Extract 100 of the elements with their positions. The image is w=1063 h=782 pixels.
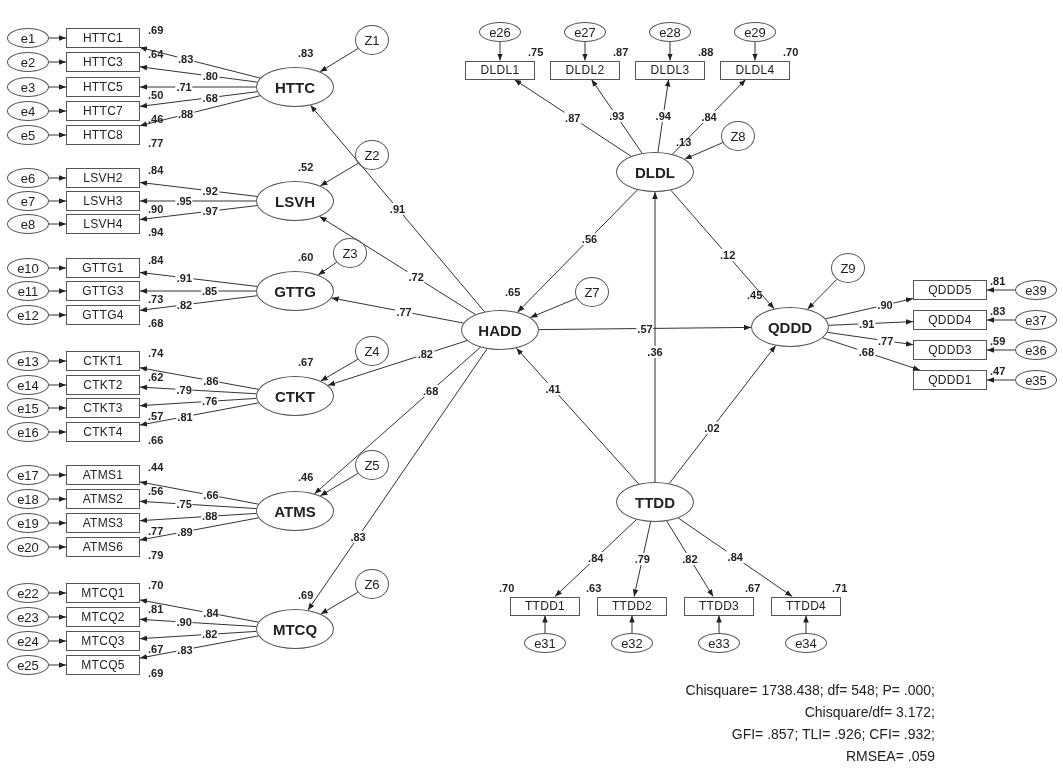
- factor-loading: .94: [654, 109, 672, 122]
- arrow: [666, 520, 714, 597]
- r-squared-value: .67: [744, 581, 762, 594]
- r-squared-value: .84: [147, 164, 165, 176]
- factor-loading: .90: [876, 299, 894, 311]
- arrow: [48, 405, 67, 411]
- r-squared-value: .64: [147, 48, 165, 60]
- r-squared-value: .79: [147, 549, 165, 561]
- path-coefficient: .02: [703, 422, 721, 435]
- r-squared-value: .73: [147, 293, 165, 305]
- path-coefficient: .72: [407, 271, 425, 284]
- r-squared-value: .57: [147, 410, 165, 422]
- observed-variable-box: CTKT1: [66, 351, 140, 371]
- fit-statistics: RMSEA= .059: [845, 748, 935, 765]
- observed-variable-box: ATMS1: [66, 465, 140, 485]
- arrow: [319, 216, 476, 315]
- observed-variable-box: CTKT3: [66, 398, 140, 418]
- arrow: [48, 638, 67, 644]
- arrow: [803, 615, 809, 634]
- arrow: [517, 189, 638, 313]
- factor-loading: .87: [564, 111, 582, 124]
- arrow: [139, 84, 257, 90]
- observed-variable-box: MTCQ5: [66, 655, 140, 675]
- arrow: [320, 358, 359, 382]
- observed-variable-box: QDDD5: [913, 280, 987, 300]
- r-squared-value: .13: [675, 136, 693, 148]
- observed-variable-box: GTTG3: [66, 281, 140, 301]
- arrow: [48, 84, 67, 90]
- factor-loading: .88: [201, 510, 219, 523]
- observed-variable-box: LSVH3: [66, 191, 140, 211]
- arrow: [670, 189, 775, 310]
- arrow: [752, 41, 758, 61]
- r-squared-value: .87: [612, 45, 630, 58]
- factor-loading: .79: [175, 383, 193, 396]
- arrow: [48, 59, 67, 65]
- r-squared-value: .68: [147, 317, 165, 329]
- arrow: [139, 198, 257, 204]
- r-squared-value: .52: [297, 161, 315, 173]
- factor-loading: .84: [202, 607, 220, 620]
- observed-variable-box: LSVH2: [66, 168, 140, 188]
- r-squared-value: .67: [297, 356, 315, 368]
- arrow: [48, 662, 67, 668]
- factor-loading: .85: [200, 285, 219, 297]
- arrow: [139, 288, 257, 294]
- r-squared-value: .81: [989, 275, 1007, 287]
- factor-loading: .77: [877, 334, 895, 347]
- arrow: [307, 348, 488, 611]
- arrow: [48, 221, 67, 227]
- observed-variable-box: GTTG1: [66, 258, 140, 278]
- arrow: [497, 41, 503, 61]
- path-coefficient: .91: [388, 202, 407, 215]
- factor-loading: .82: [201, 628, 219, 641]
- factor-loading: .95: [175, 195, 193, 207]
- arrow: [48, 520, 67, 526]
- arrow: [320, 591, 359, 615]
- r-squared-value: .62: [147, 371, 165, 383]
- arrow: [139, 635, 259, 660]
- arrow: [629, 615, 635, 634]
- factor-loading: .91: [858, 317, 876, 330]
- arrow: [139, 616, 257, 628]
- r-squared-value: .77: [147, 137, 165, 149]
- fit-statistics: GFI= .857; TLI= .926; CFI= .932;: [731, 726, 935, 743]
- factor-loading: .84: [587, 552, 605, 565]
- arrow: [986, 377, 1016, 383]
- arrow: [48, 472, 67, 478]
- path-coefficient: .83: [349, 530, 367, 543]
- factor-loading: .66: [202, 489, 220, 502]
- arrow: [542, 615, 548, 634]
- arrow: [48, 429, 67, 435]
- arrow: [331, 296, 464, 324]
- arrow: [48, 132, 67, 138]
- arrow: [48, 108, 67, 114]
- factor-loading: .91: [175, 271, 194, 284]
- r-squared-value: .71: [831, 581, 849, 594]
- r-squared-value: .75: [527, 45, 545, 58]
- observed-variable-box: LSVH4: [66, 214, 140, 234]
- arrow: [513, 79, 632, 157]
- arrow: [716, 615, 722, 634]
- r-squared-value: .46: [297, 471, 315, 483]
- factor-loading: .93: [608, 110, 626, 123]
- arrow: [139, 402, 259, 427]
- r-squared-value: .94: [147, 226, 165, 238]
- r-squared-value: .69: [147, 24, 165, 36]
- observed-variable-box: ATMS2: [66, 489, 140, 509]
- r-squared-value: .83: [989, 305, 1007, 317]
- r-squared-value: .63: [585, 581, 603, 594]
- factor-loading: .82: [681, 552, 699, 565]
- observed-variable-box: ATMS6: [66, 537, 140, 557]
- arrow: [529, 297, 578, 318]
- factor-loading: .79: [633, 553, 651, 566]
- arrow: [677, 517, 793, 597]
- factor-loading: .86: [202, 374, 220, 387]
- factor-loading: .83: [176, 643, 194, 656]
- factor-loading: .81: [176, 410, 194, 423]
- arrow: [139, 295, 258, 313]
- observed-variable-box: CTKT2: [66, 375, 140, 395]
- arrow: [319, 472, 359, 497]
- arrow: [48, 614, 67, 620]
- arrow: [139, 517, 259, 542]
- path-coefficient: .68: [422, 385, 440, 398]
